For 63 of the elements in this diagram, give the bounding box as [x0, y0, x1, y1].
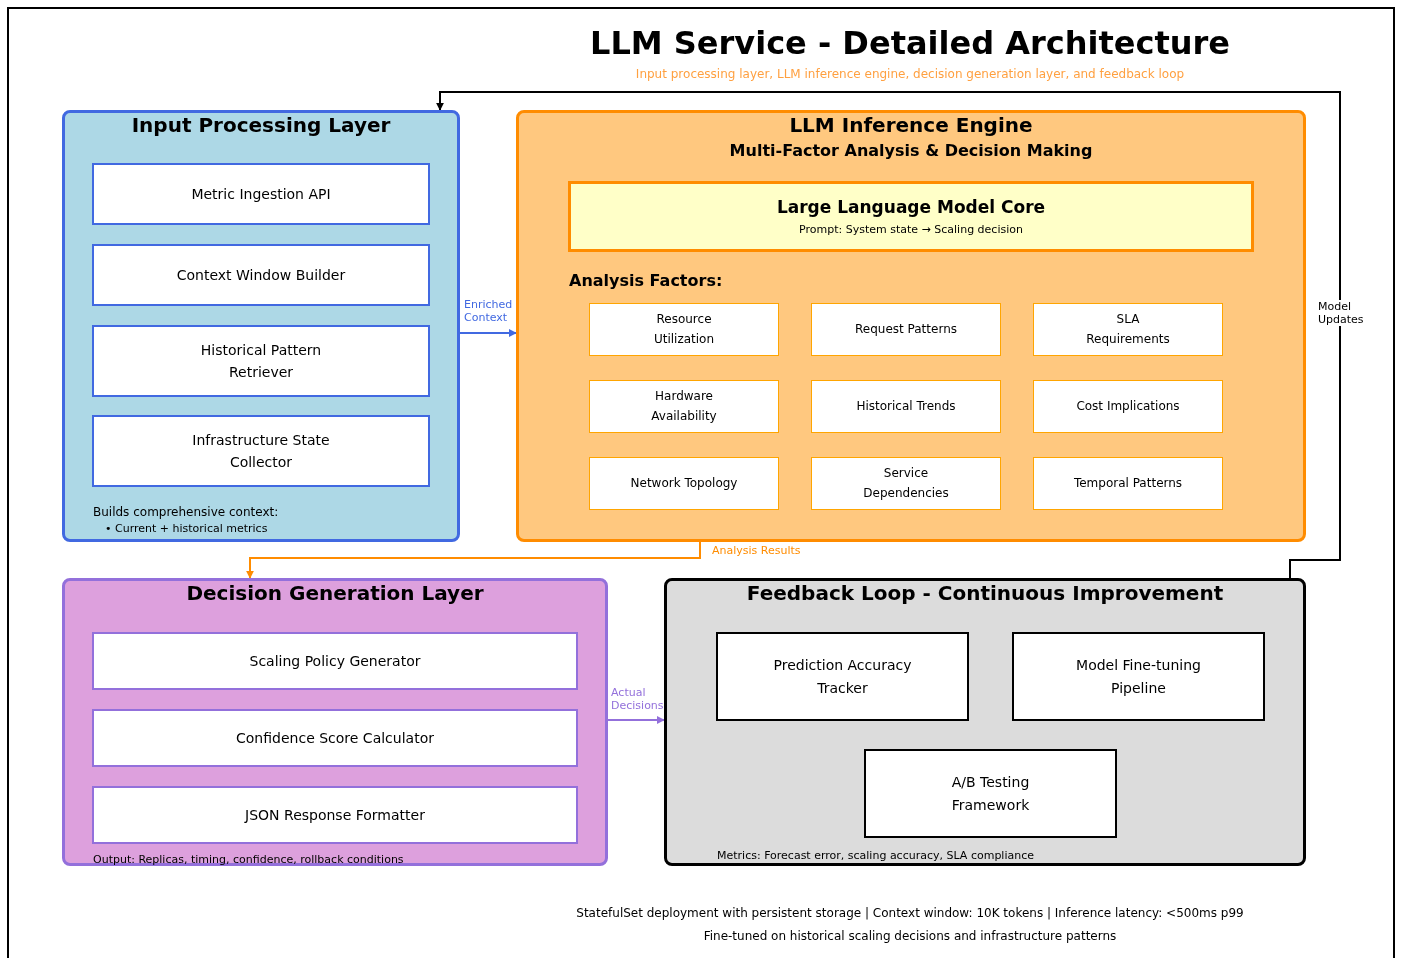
box-label: Context Window Builder [176, 265, 346, 285]
layer-heading: Input Processing Layer [130, 113, 392, 137]
box-label: Scaling Policy Generator [249, 651, 421, 671]
box-label: Request Patterns [855, 320, 957, 338]
factor-box [589, 303, 779, 356]
factor-box [1033, 380, 1223, 433]
note-text: • Current + historical metrics [105, 522, 268, 536]
factor-box [811, 303, 1001, 356]
box-label: Hardware Availability [650, 388, 718, 425]
layer-panel [516, 110, 1306, 542]
component-box [864, 749, 1117, 838]
layer-heading: LLM Inference Engine [788, 113, 1034, 137]
component-box [92, 786, 578, 844]
footer-note: StatefulSet deployment with persistent storage | Context window: 10K tokens | Inference latency: <500ms p99 [575, 906, 1245, 921]
factor-box [1033, 303, 1223, 356]
component-box [1012, 632, 1265, 721]
arrow [607, 716, 665, 724]
box-label: Prediction Accuracy Tracker [772, 656, 913, 698]
layer-heading: Feedback Loop - Continuous Improvement [745, 581, 1225, 605]
note-text: Metrics: Forecast error, scaling accuracy, SLA compliance [717, 849, 1034, 863]
factor-box [811, 380, 1001, 433]
box-label: Resource Utilization [652, 311, 716, 348]
factor-box [589, 380, 779, 433]
note-text: Output: Replicas, timing, confidence, rollback conditions [93, 853, 404, 867]
component-box [92, 163, 430, 225]
footer-note: Fine-tuned on historical scaling decisions and infrastructure patterns [702, 929, 1118, 944]
box-label: Cost Implications [1076, 397, 1180, 415]
component-box [92, 709, 578, 767]
box-label: Historical Trends [856, 397, 956, 415]
model-core-box [568, 181, 1254, 252]
component-box [92, 325, 430, 397]
box-label: JSON Response Formatter [245, 805, 425, 825]
box-subtext: Prompt: System state → Scaling decision [799, 223, 1023, 236]
note-text: Builds comprehensive context: [93, 505, 279, 520]
section-heading: Multi-Factor Analysis & Decision Making [728, 141, 1094, 161]
box-label: Historical Pattern Retriever [199, 340, 323, 382]
subtitle: Input processing layer, LLM inference engine, decision generation layer, and feedback loop [634, 67, 1186, 82]
box-label: SLA Requirements [1085, 311, 1171, 348]
arrow [436, 91, 1341, 579]
box-label: Temporal Patterns [1073, 474, 1183, 492]
layer-panel [664, 578, 1306, 866]
factor-box [811, 457, 1001, 510]
box-label: Confidence Score Calculator [236, 728, 434, 748]
box-label: Network Topology [630, 474, 738, 492]
box-label: A/B Testing Framework [950, 773, 1031, 815]
diagram-title: LLM Service - Detailed Architecture [589, 26, 1231, 62]
layer-panel [62, 578, 608, 866]
arrow [459, 329, 517, 337]
section-heading: Analysis Factors: [569, 271, 723, 291]
layer-panel [62, 110, 460, 542]
box-label: Service Dependencies [862, 465, 950, 502]
box-label: Model Fine-tuning Pipeline [1075, 656, 1202, 698]
component-box [92, 632, 578, 690]
factor-box [1033, 457, 1223, 510]
component-box [92, 244, 430, 306]
component-box [92, 415, 430, 487]
factor-box [589, 457, 779, 510]
box-heading: Large Language Model Core [776, 197, 1046, 217]
box-label: Infrastructure State Collector [191, 430, 331, 472]
arrow [246, 541, 701, 579]
component-box [716, 632, 969, 721]
layer-heading: Decision Generation Layer [185, 581, 485, 605]
box-label: Metric Ingestion API [191, 184, 331, 204]
